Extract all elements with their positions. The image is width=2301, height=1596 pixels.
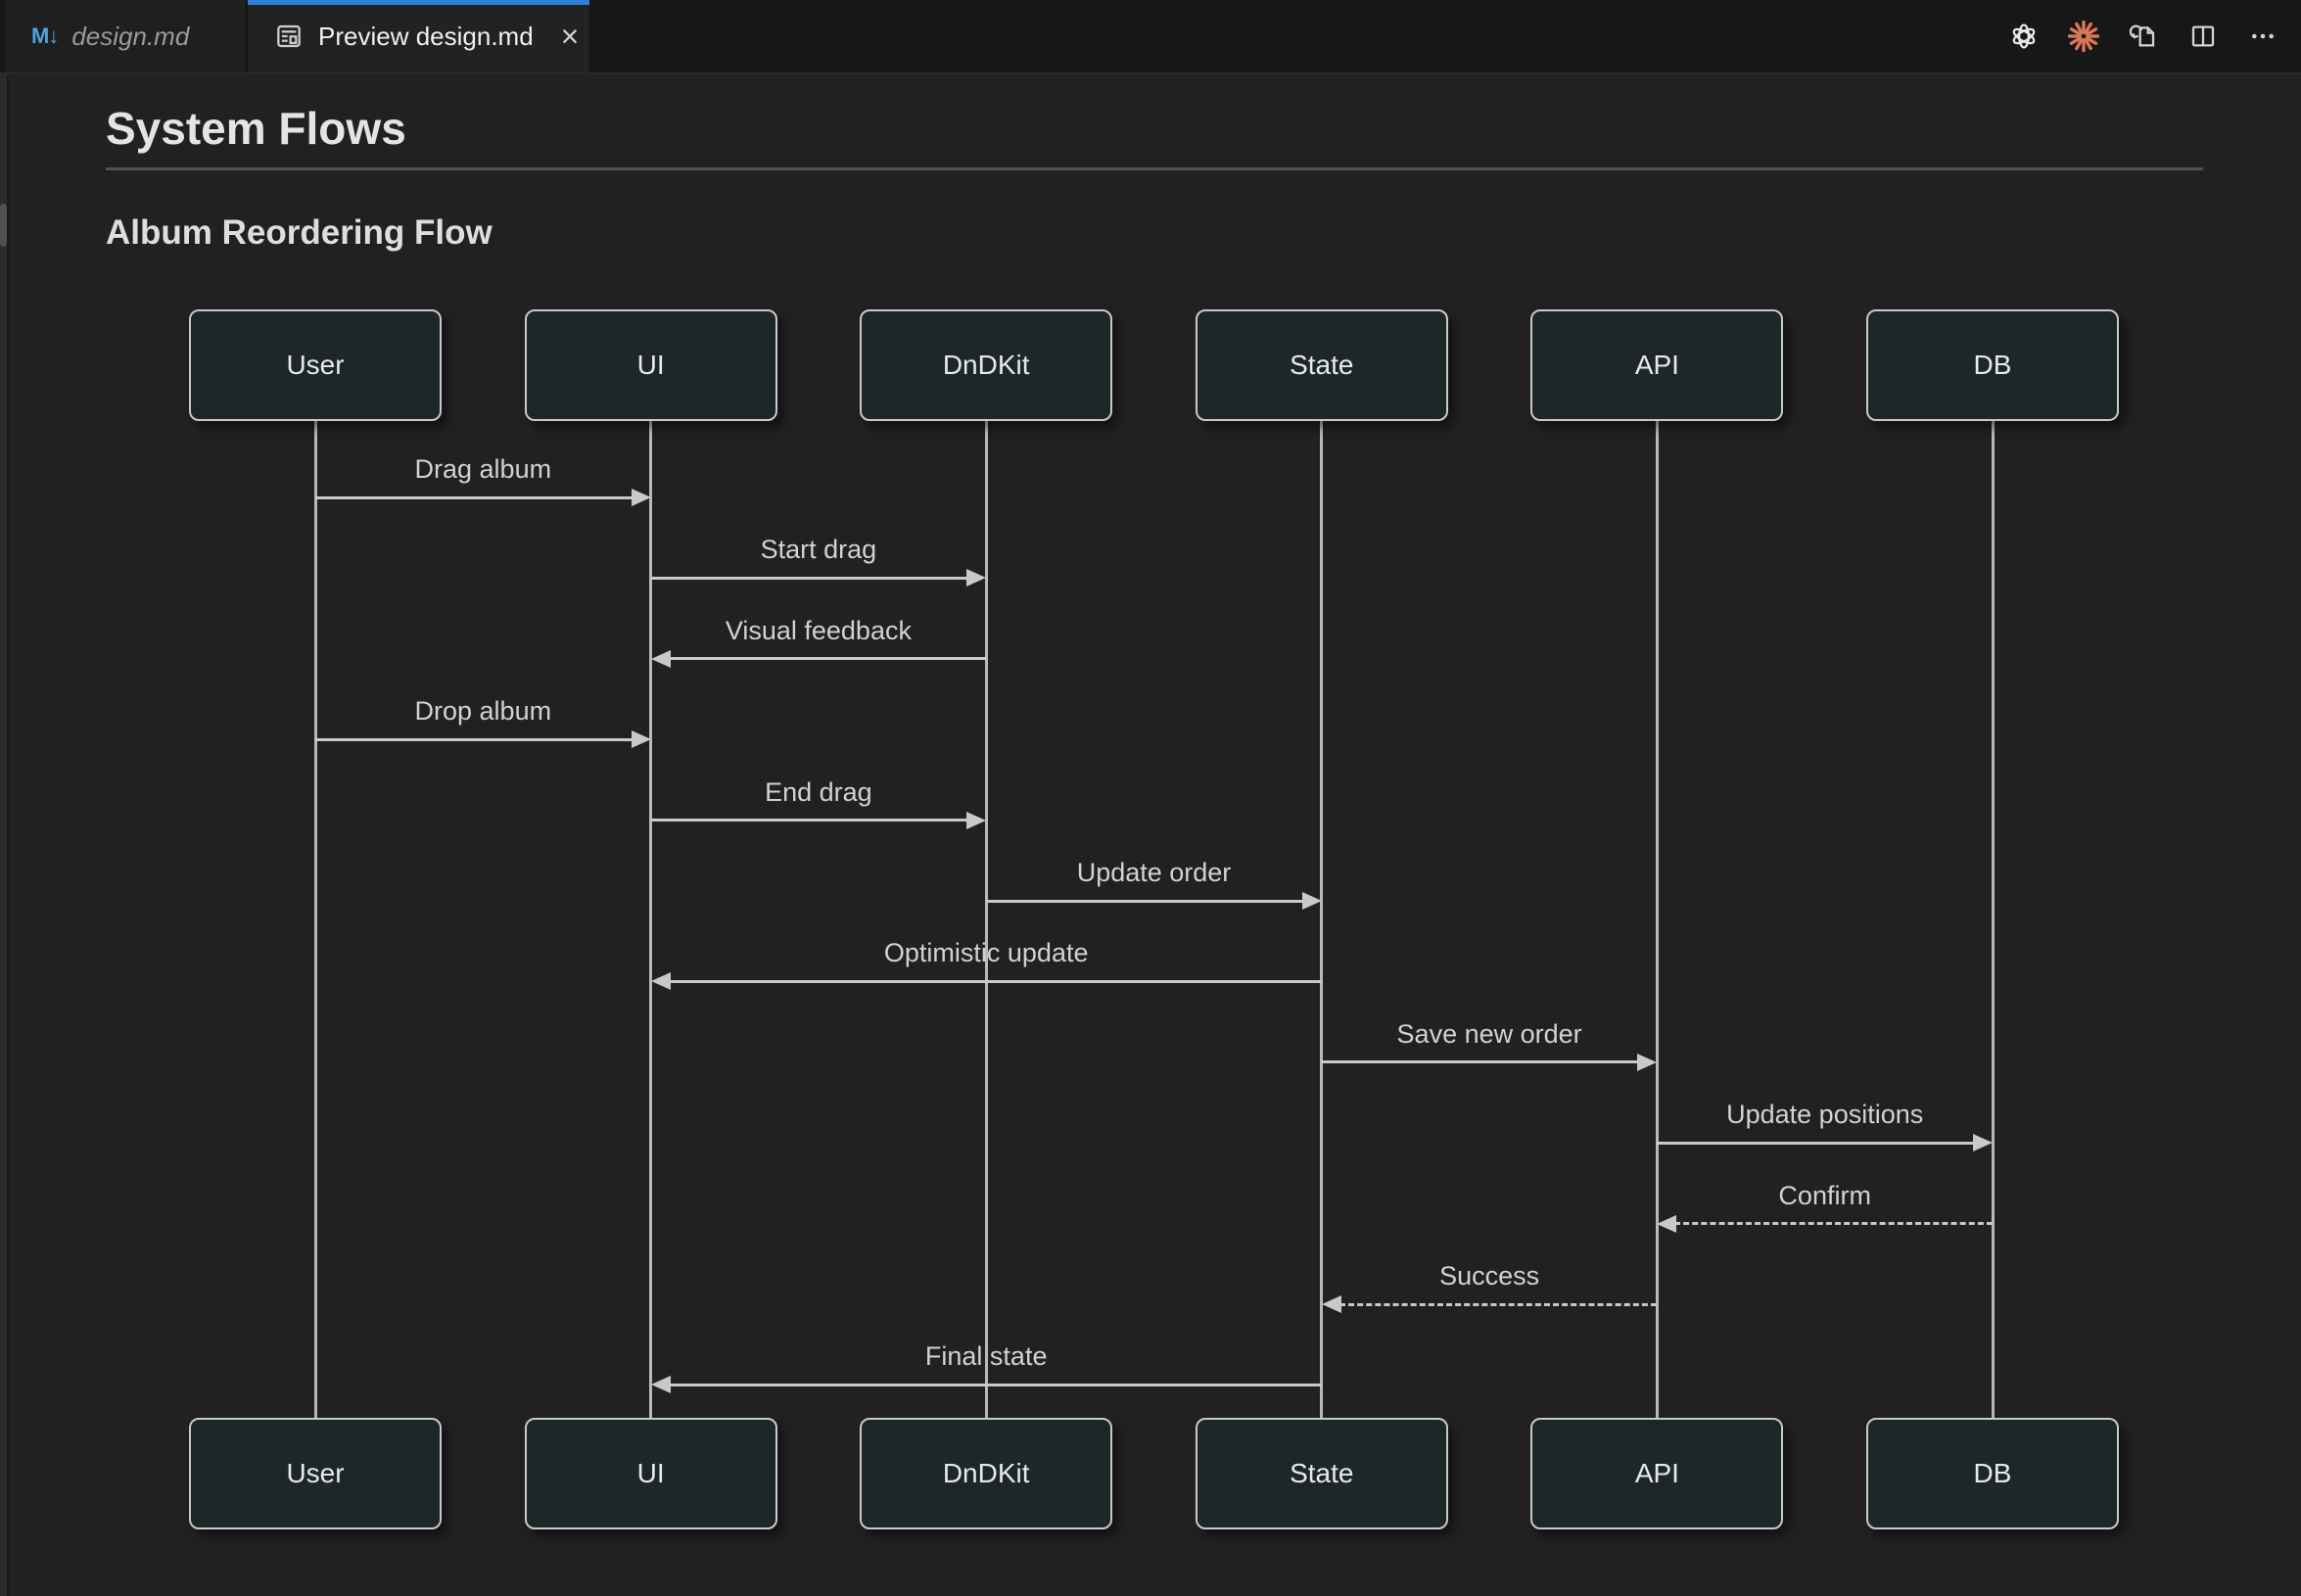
participant-label: State xyxy=(1290,350,1354,380)
participant-label: DB xyxy=(1973,1458,2012,1488)
left-rail xyxy=(0,74,9,1596)
participant-label: API xyxy=(1634,350,1679,380)
page-title: System Flows xyxy=(106,103,406,154)
lifeline-db xyxy=(1991,417,1995,1422)
scroll-handle[interactable] xyxy=(0,204,7,247)
arrowhead xyxy=(650,649,671,668)
participant-label: State xyxy=(1290,1458,1354,1488)
lifeline-dndkit xyxy=(984,417,988,1422)
arrowhead xyxy=(966,569,987,587)
lifeline-ui xyxy=(649,417,653,1422)
section-title: Album Reordering Flow xyxy=(106,213,493,252)
open-preview-side-icon[interactable] xyxy=(2127,20,2160,53)
message-label: Drop album xyxy=(414,696,552,727)
participant-box-db: DB xyxy=(1866,1418,2119,1529)
participant-box-ui: UI xyxy=(524,1418,777,1529)
message-label: Update positions xyxy=(1726,1100,1924,1130)
message-label: Success xyxy=(1439,1261,1540,1291)
arrowhead xyxy=(1657,1214,1677,1233)
arrowhead xyxy=(650,1376,671,1394)
preview-icon xyxy=(273,21,305,52)
close-icon[interactable]: × xyxy=(560,19,580,54)
message-line xyxy=(1338,1302,1658,1306)
message-label: Optimistic update xyxy=(883,938,1089,968)
editor-actions xyxy=(2007,0,2279,72)
participant-label: API xyxy=(1634,1458,1679,1488)
arrowhead xyxy=(1301,892,1322,910)
participant-label: User xyxy=(286,1458,345,1488)
participant-label: UI xyxy=(636,1458,665,1488)
participant-box-ui: UI xyxy=(524,309,777,421)
arrowhead xyxy=(1637,1053,1658,1071)
split-editor-icon[interactable] xyxy=(2186,20,2220,53)
participant-box-state: State xyxy=(1195,1418,1448,1529)
participant-label: DnDKit xyxy=(942,350,1030,380)
message-line xyxy=(668,657,987,661)
participant-label: DB xyxy=(1973,350,2012,380)
participant-label: UI xyxy=(636,350,665,380)
message-line xyxy=(315,495,634,499)
participant-box-state: State xyxy=(1195,309,1448,421)
message-label: Save new order xyxy=(1396,1018,1582,1049)
tab-label: Preview design.md xyxy=(318,21,534,51)
participant-box-user: User xyxy=(189,309,442,421)
arrowhead xyxy=(1321,1295,1341,1313)
heading-divider xyxy=(106,167,2203,170)
editor-tab-bar: M↓ design.md Preview design.md × xyxy=(0,0,2301,74)
message-label: Drag album xyxy=(414,454,552,484)
markdown-icon-letter: M xyxy=(31,23,49,48)
message-label: Confirm xyxy=(1778,1180,1871,1210)
participant-label: DnDKit xyxy=(942,1458,1030,1488)
message-line xyxy=(315,737,634,741)
tab-label: design.md xyxy=(71,21,190,51)
arrowhead xyxy=(966,811,987,829)
message-label: Update order xyxy=(1076,858,1232,887)
markdown-icon-arrow: ↓ xyxy=(48,23,59,48)
participant-box-api: API xyxy=(1530,309,1784,421)
arrowhead xyxy=(650,972,671,991)
message-line xyxy=(650,819,969,822)
participant-box-user: User xyxy=(189,1418,442,1529)
message-label: Visual feedback xyxy=(725,615,912,645)
arrowhead xyxy=(631,489,651,506)
message-line xyxy=(668,979,1322,983)
participant-box-db: DB xyxy=(1866,309,2119,421)
lifeline-user xyxy=(313,417,317,1422)
message-line xyxy=(1321,1060,1640,1064)
message-line xyxy=(1657,1141,1975,1145)
claude-icon[interactable] xyxy=(2067,20,2100,53)
message-label: Final state xyxy=(924,1341,1048,1372)
message-line xyxy=(986,899,1304,903)
message-label: Start drag xyxy=(760,535,877,565)
lifeline-state xyxy=(1320,417,1324,1422)
participant-box-dndkit: DnDKit xyxy=(860,309,1113,421)
lifeline-api xyxy=(1655,417,1659,1422)
more-actions-icon[interactable] xyxy=(2246,20,2279,53)
message-line xyxy=(668,1383,1322,1386)
markdown-icon: M↓ xyxy=(31,23,59,49)
arrowhead xyxy=(631,730,651,749)
participant-box-api: API xyxy=(1530,1418,1784,1529)
message-label: End drag xyxy=(765,776,872,807)
openai-icon[interactable] xyxy=(2007,20,2041,53)
message-line xyxy=(650,576,969,580)
participant-box-dndkit: DnDKit xyxy=(860,1418,1113,1529)
tab-preview-design-md[interactable]: Preview design.md × xyxy=(248,0,591,72)
message-line xyxy=(1674,1222,1993,1226)
tab-design-md[interactable]: M↓ design.md xyxy=(6,0,248,72)
arrowhead xyxy=(1973,1134,1993,1152)
participant-label: User xyxy=(286,350,345,380)
